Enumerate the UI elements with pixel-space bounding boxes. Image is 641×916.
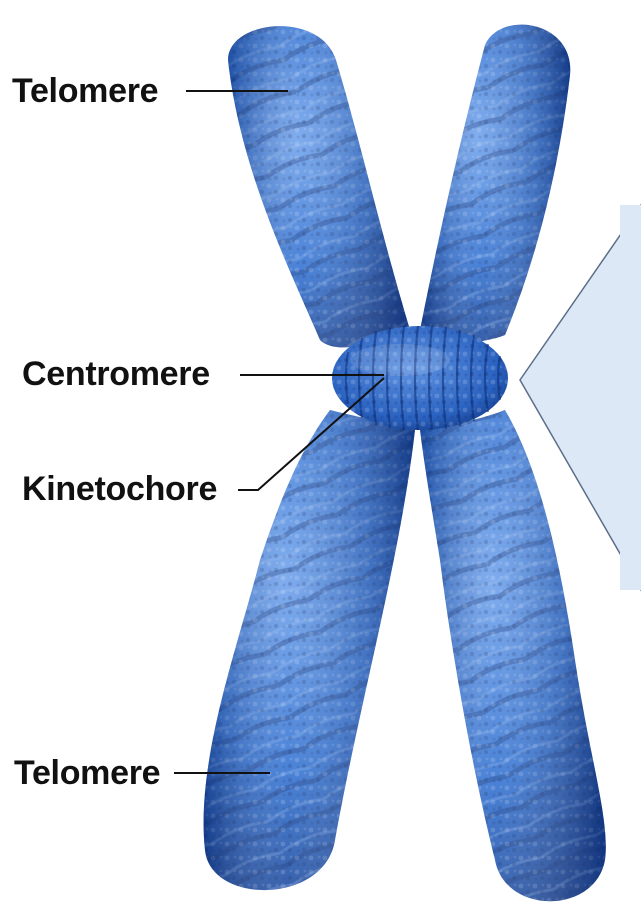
centromere-region [332,326,508,430]
kinetochore-label: Kinetochore [22,472,217,506]
lower-right-arm [420,410,606,901]
telomere-top-label: Telomere [12,74,158,108]
centromere-label: Centromere [22,357,210,391]
upper-left-arm [228,26,410,347]
upper-right-arm [420,25,570,342]
lower-left-arm [204,410,415,890]
telomere-bottom-label: Telomere [14,756,160,790]
